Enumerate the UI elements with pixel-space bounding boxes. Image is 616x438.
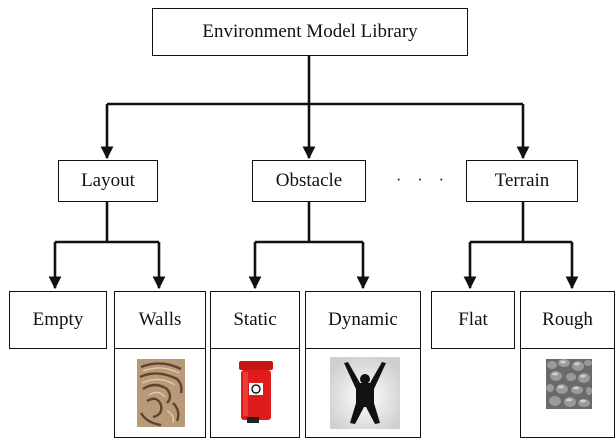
person-silhouette-icon	[330, 357, 400, 429]
leaf-static-box: Static	[210, 291, 300, 349]
leaf-empty-box: Empty	[9, 291, 107, 349]
leaf-walls-box: Walls	[114, 291, 206, 349]
red-bin-icon	[239, 361, 273, 423]
leaf-dynamic-image-panel	[305, 349, 421, 438]
root-node-label: Environment Model Library	[202, 21, 418, 42]
category-terrain-label: Terrain	[494, 170, 550, 191]
leaf-flat-label: Flat	[458, 309, 488, 330]
leaf-rough-label: Rough	[542, 309, 593, 330]
ellipsis: · · ·	[396, 172, 450, 189]
rough-gravel-icon	[546, 359, 592, 409]
leaf-rough-image-panel	[520, 349, 615, 438]
leaf-static-label: Static	[233, 309, 277, 330]
leaf-static-image-panel	[210, 349, 300, 438]
category-terrain-box: Terrain	[466, 160, 578, 202]
leaf-empty-label: Empty	[32, 309, 84, 330]
leaf-rough-box: Rough	[520, 291, 615, 349]
leaf-dynamic-box: Dynamic	[305, 291, 421, 349]
category-obstacle-label: Obstacle	[275, 170, 343, 191]
root-node-box: Environment Model Library	[152, 8, 468, 56]
leaf-walls-label: Walls	[138, 309, 182, 330]
category-layout-label: Layout	[81, 170, 135, 191]
maze-walls-icon	[137, 359, 185, 427]
category-obstacle-box: Obstacle	[252, 160, 366, 202]
leaf-flat-box: Flat	[431, 291, 515, 349]
leaf-walls-image-panel	[114, 349, 206, 438]
leaf-dynamic-label: Dynamic	[328, 309, 398, 330]
category-layout-box: Layout	[58, 160, 158, 202]
